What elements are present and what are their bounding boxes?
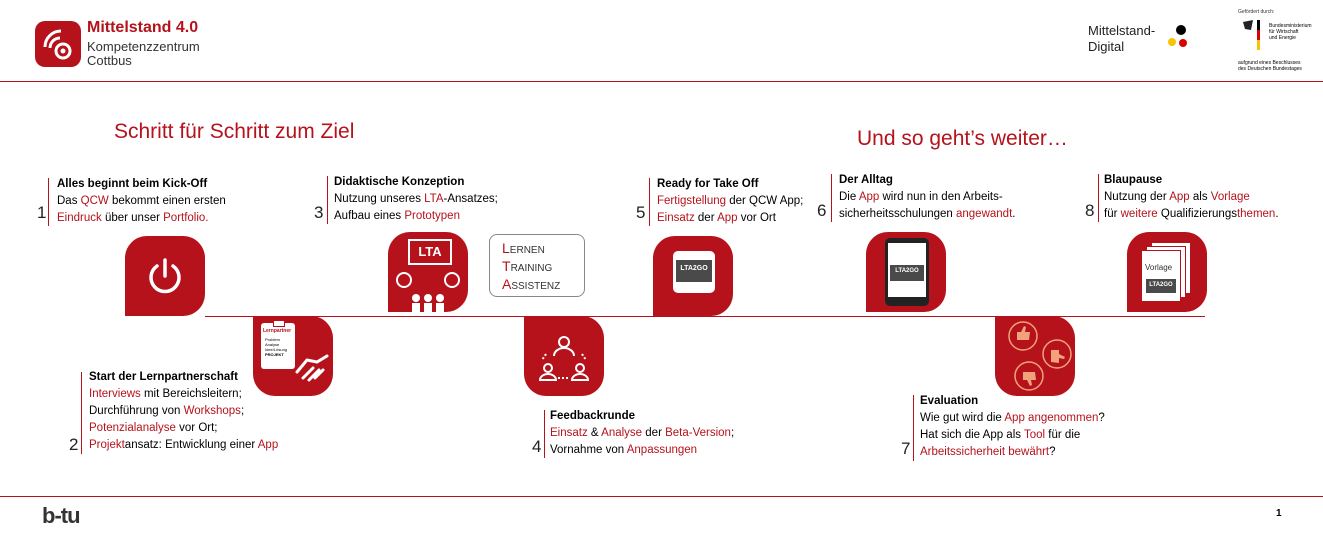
step-2-bar [81, 372, 82, 454]
step-6-title: Der Alltag [839, 174, 893, 186]
step-7-title: Evaluation [920, 395, 979, 407]
lta-letter-l: L [502, 240, 510, 256]
lta-screen-label: LTA [418, 244, 442, 259]
lta-screen: LTA [408, 239, 452, 265]
btu-logo: b-tu [42, 503, 81, 528]
step-7-bar [913, 395, 914, 461]
clipboard-title: Lernpartner [263, 328, 292, 334]
thumbs-icon [1008, 321, 1072, 391]
step-5-bar [649, 178, 650, 226]
step-5-text: Ready for Take Off Fertigstellung der QC… [657, 178, 804, 224]
step-2-number: 2 [69, 435, 79, 454]
footer-divider [0, 496, 1323, 497]
blueprint-tile: Vorlage LTA2GO [1127, 232, 1207, 312]
step-4-text: Feedbackrunde Einsatz & Analyse der Beta… [550, 410, 735, 456]
clipboard-item: PROJEKT [265, 352, 284, 357]
step-7-text: Evaluation Wie gut wird die App angenomm… [920, 395, 1105, 458]
tablet-icon: LTA2GO [885, 238, 929, 306]
lta-letter-t: T [502, 258, 511, 274]
step-3-bar [327, 176, 328, 224]
evaluation-tile [995, 316, 1075, 396]
heading-right: Und so geht’s weiter… [857, 127, 1068, 150]
header-divider [0, 81, 1323, 82]
gefoerdert-label: Gefördert durch: [1238, 9, 1275, 15]
feedback-cycle-icon [538, 336, 590, 381]
audience-icon [396, 272, 460, 312]
step-5-title: Ready for Take Off [657, 178, 759, 190]
step-8-text: Blaupause Nutzung der App als Vorlage fü… [1104, 174, 1279, 220]
clipboard-item: Idee/Lösung [265, 347, 288, 352]
step-4-title: Feedbackrunde [550, 410, 635, 422]
power-icon [149, 258, 181, 294]
clipboard-icon: Lernpartner Problem Analyse Idee/Lösung … [261, 320, 295, 369]
step-3-text: Didaktische Konzeption Nutzung unseres L… [334, 176, 498, 222]
step-8-bar [1098, 174, 1099, 222]
mittelstand-logo-icon [35, 21, 81, 67]
template-document-icon: Vorlage LTA2GO [1141, 250, 1181, 302]
step-3-title: Didaktische Konzeption [334, 176, 465, 188]
step-7-number: 7 [901, 439, 911, 458]
mittelstand-digital-line1: Mittelstand- [1088, 23, 1156, 38]
step-6-number: 6 [817, 201, 827, 220]
page-number: 1 [1276, 508, 1282, 519]
step-1-number: 1 [37, 203, 47, 222]
ministry-line2: für Wirtschaft [1269, 29, 1299, 35]
heading-left: Schritt für Schritt zum Ziel [114, 120, 355, 143]
handshake-icon [295, 354, 329, 382]
step-2-text: Start der Lernpartnerschaft Interviews m… [89, 371, 279, 451]
digital-dots-icon [1167, 24, 1191, 50]
feedback-tile [524, 316, 604, 396]
clipboard-item: Problem [265, 337, 280, 342]
org-subtitle-1: Kompetenzzentrum [87, 39, 200, 54]
step-8-title: Blaupause [1104, 174, 1163, 186]
step-1-title: Alles beginnt beim Kick-Off [57, 178, 208, 190]
step-5-number: 5 [636, 203, 646, 222]
takeoff-tile: LTA2GO [653, 236, 733, 316]
step-6-text: Der Alltag Die App wird nun in den Arbei… [839, 174, 1016, 220]
mittelstand-digital-line2: Digital [1088, 39, 1125, 54]
lta-tile: LTA [388, 232, 468, 312]
org-subtitle-2: Cottbus [87, 53, 132, 68]
step-8-number: 8 [1085, 201, 1095, 220]
org-name: Mittelstand 4.0 [87, 19, 199, 36]
ministry-line1: Bundesministerium [1269, 23, 1312, 29]
step-6-bar [831, 174, 832, 222]
step-4-number: 4 [532, 437, 542, 456]
step-2-title: Start der Lernpartnerschaft [89, 371, 238, 383]
lta-word-assistenz: SSISTENZ [511, 281, 561, 292]
kickoff-tile [125, 236, 205, 316]
vorlage-lta2go-label: LTA2GO [1149, 282, 1173, 288]
beschluss-line1: aufgrund eines Beschlusses [1238, 60, 1301, 66]
timeline-line [205, 316, 1205, 317]
lta-word-training: RAINING [510, 263, 553, 274]
step-1-text: Alles beginnt beim Kick-Off Das QCW beko… [57, 178, 226, 224]
tablet-lta2go-label: LTA2GO [895, 268, 919, 274]
step-3-number: 3 [314, 203, 324, 222]
federal-eagle-icon [1239, 18, 1271, 56]
step-4-bar [544, 410, 545, 458]
step-1-bar [48, 178, 49, 226]
daily-use-tile: LTA2GO [866, 232, 946, 312]
clipboard-item: Analyse [265, 342, 280, 347]
lta-word-lernen: ERNEN [509, 245, 545, 256]
lta-letter-a: A [502, 276, 512, 292]
partnership-tile: Lernpartner Problem Analyse Idee/Lösung … [253, 316, 333, 396]
lta-acronym-box: LERNEN TRAINING ASSISTENZ [489, 234, 585, 297]
lta2go-card: LTA2GO [673, 251, 715, 293]
beschluss-line2: des Deutschen Bundestages [1238, 66, 1302, 72]
ministry-line3: und Energie [1269, 35, 1296, 41]
vorlage-label: Vorlage [1145, 263, 1173, 272]
lta2go-label: LTA2GO [680, 265, 708, 272]
